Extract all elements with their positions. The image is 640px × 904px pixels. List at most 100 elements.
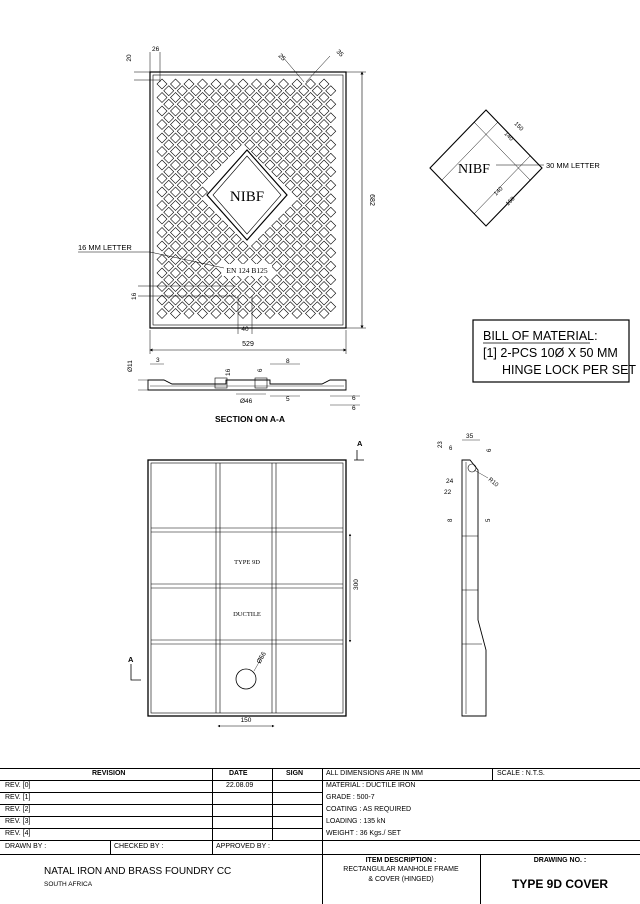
- section-dim-9: 6: [352, 405, 356, 412]
- pattern-diamond: [284, 152, 296, 164]
- pattern-diamond: [190, 85, 202, 97]
- pattern-diamond: [311, 152, 323, 164]
- pattern-diamond: [284, 260, 296, 272]
- dim-height: 682: [368, 194, 375, 206]
- pattern-diamond: [271, 125, 283, 137]
- rev-0-label: REV. [0]: [5, 782, 31, 789]
- pattern-diamond: [278, 294, 289, 306]
- pattern-diamond: [176, 139, 188, 151]
- pattern-diamond: [170, 119, 181, 130]
- pattern-diamond: [298, 260, 310, 272]
- pattern-diamond: [298, 233, 310, 245]
- pattern-diamond: [311, 206, 323, 218]
- pattern-diamond: [271, 274, 283, 286]
- pattern-diamond: [318, 294, 330, 306]
- detail-logo-text: NIBF: [458, 162, 490, 177]
- pattern-diamond: [244, 301, 256, 313]
- pattern-diamond: [271, 301, 283, 313]
- pattern-diamond: [210, 105, 222, 117]
- pattern-diamond: [271, 139, 283, 151]
- pattern-diamond: [224, 227, 235, 238]
- pattern-diamond: [271, 152, 283, 164]
- pattern-diamond: [230, 301, 242, 313]
- pattern-diamond: [170, 78, 181, 90]
- pattern-diamond: [264, 240, 276, 252]
- pattern-diamond: [156, 294, 168, 306]
- pattern-diamond: [318, 105, 330, 117]
- pattern-diamond: [311, 139, 323, 151]
- pattern-diamond: [170, 159, 181, 171]
- pattern-diamond: [203, 260, 215, 272]
- pattern-diamond: [257, 287, 269, 299]
- pattern-diamond: [305, 132, 316, 144]
- pattern-diamond: [170, 92, 181, 103]
- pattern-diamond: [284, 220, 296, 232]
- standard-text: EN 124 B125: [226, 266, 268, 275]
- pattern-diamond: [325, 274, 337, 286]
- pattern-diamond: [291, 240, 303, 252]
- pattern-diamond: [257, 98, 269, 110]
- note-loading: LOADING : 135 kN: [326, 818, 386, 825]
- pattern-diamond: [170, 146, 181, 157]
- pattern-diamond: [318, 159, 330, 171]
- pattern-diamond: [230, 274, 242, 286]
- pattern-diamond: [163, 193, 175, 205]
- pattern-diamond: [271, 247, 283, 259]
- pattern-diamond: [176, 206, 188, 218]
- pattern-diamond: [318, 132, 330, 144]
- pattern-diamond: [210, 294, 222, 306]
- pattern-diamond: [325, 206, 337, 218]
- pattern-diamond: [176, 220, 188, 232]
- pattern-diamond: [210, 240, 222, 252]
- pattern-diamond: [264, 159, 276, 171]
- company-country: SOUTH AFRICA: [44, 881, 93, 888]
- pattern-diamond: [284, 139, 296, 151]
- pattern-diamond: [271, 220, 283, 232]
- side-view: 35 23 6 6 24 22 R10 8 5: [438, 433, 500, 717]
- pattern-diamond: [325, 260, 337, 272]
- pattern-diamond: [156, 105, 168, 117]
- pattern-diamond: [251, 308, 262, 319]
- dim-16: 16: [131, 292, 138, 300]
- pattern-diamond: [217, 139, 229, 151]
- item-description-line-2: & COVER (HINGED): [368, 876, 434, 883]
- pattern-diamond: [271, 287, 283, 299]
- pattern-diamond: [257, 233, 269, 245]
- pattern-diamond: [278, 254, 289, 265]
- side-dim-2: 23: [438, 441, 444, 448]
- pattern-diamond: [217, 247, 229, 259]
- note-material: MATERIAL : DUCTILE IRON: [326, 782, 416, 789]
- pattern-diamond: [190, 287, 202, 299]
- dim-25: 25: [277, 52, 287, 62]
- cover-inner-outline: [152, 74, 344, 326]
- title-block: REVISION DATE SIGN REV. [0] 22.08.09 REV…: [0, 768, 640, 904]
- pattern-diamond: [251, 294, 262, 306]
- pattern-diamond: [305, 105, 316, 117]
- pattern-diamond: [311, 193, 323, 205]
- pattern-diamond: [203, 301, 215, 313]
- pattern-diamond: [170, 200, 181, 211]
- rev-1-label: REV. [1]: [5, 794, 31, 801]
- pattern-diamond: [291, 186, 303, 198]
- pattern-diamond: [311, 301, 323, 313]
- pattern-diamond: [210, 281, 222, 292]
- pattern-diamond: [197, 186, 208, 198]
- pattern-diamond: [203, 112, 215, 124]
- pattern-diamond: [197, 159, 208, 171]
- pattern-diamond: [278, 213, 289, 225]
- pattern-diamond: [163, 301, 175, 313]
- note-coating: COATING : AS REQUIRED: [326, 806, 412, 813]
- pattern-diamond: [251, 132, 262, 144]
- pattern-diamond: [156, 254, 168, 265]
- pattern-diamond: [291, 254, 303, 265]
- drawn-by: DRAWN BY :: [5, 843, 47, 850]
- pattern-diamond: [298, 139, 310, 151]
- pattern-diamond: [217, 220, 229, 232]
- scale: SCALE : N.T.S.: [497, 770, 545, 777]
- pattern-diamond: [291, 227, 303, 238]
- pattern-diamond: [298, 112, 310, 124]
- dim-width: 529: [242, 341, 254, 348]
- pattern-diamond: [298, 247, 310, 259]
- pattern-diamond: [325, 125, 337, 137]
